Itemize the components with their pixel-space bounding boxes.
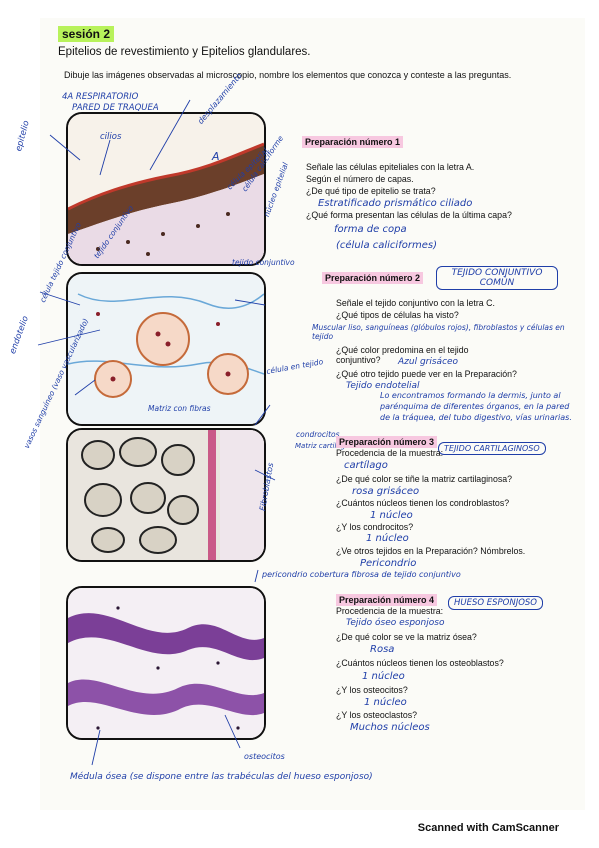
- prep3-a3: 1 núcleo: [370, 510, 413, 521]
- prep3-a4: 1 núcleo: [366, 533, 409, 544]
- session-label: sesión 2: [58, 26, 115, 42]
- drawing-box-2: [66, 272, 266, 426]
- prep4-q2: ¿De qué color se ve la matriz ósea?: [336, 632, 477, 642]
- prep1-q1: Señale las células epiteliales con la le…: [306, 162, 475, 172]
- prep3-q3: ¿Cuántos núcleos tienen los condroblasto…: [336, 498, 510, 508]
- label-endotelio: endotelio: [8, 314, 31, 356]
- prep1-a4a: forma de copa: [334, 224, 407, 235]
- prep4-a1: Tejido óseo esponjoso: [346, 618, 445, 628]
- prep3-boxed-label: TEJIDO CARTILAGINOSO: [438, 442, 546, 455]
- label-box1-caption-1: 4A RESPIRATORIO: [62, 92, 139, 102]
- prep2-q1: Señale el tejido conjuntivo con la letra…: [336, 298, 495, 308]
- prep3-a1: cartílago: [344, 460, 388, 471]
- prep4-a5: Muchos núcleos: [350, 722, 430, 733]
- prep3-q5: ¿Ve otros tejidos en la Preparación? Nóm…: [336, 546, 526, 556]
- label-tejido-conjuntivo-1: tejido conjuntivo: [232, 258, 295, 267]
- drawing-box-4: [66, 586, 266, 740]
- prep2-a3: Azul grisáceo: [398, 357, 459, 367]
- prep2-note: Lo encontramos formando la dermis, junto…: [380, 391, 572, 422]
- prep2-boxed-label: TEJIDO CONJUNTIVO COMÚN: [436, 266, 558, 290]
- prep4-a2: Rosa: [370, 644, 395, 655]
- instructions: Dibuje las imágenes observadas al micros…: [64, 70, 512, 80]
- prep2-q3: ¿Qué color predomina en el tejido conjun…: [336, 345, 469, 365]
- prep4-title: Preparación número 4: [336, 594, 438, 606]
- prep4-q3: ¿Cuántos núcleos tienen los osteoblastos…: [336, 658, 504, 668]
- prep3-q4: ¿Y los condrocitos?: [336, 522, 414, 532]
- prep4-a4: 1 núcleo: [364, 697, 407, 708]
- label-matriz: Matriz con fibras: [148, 404, 211, 413]
- prep2-a4: Tejido endotelial: [346, 381, 420, 391]
- prep3-q1: Procedencia de la muestra:: [336, 448, 444, 458]
- prep4-boxed-label: HUESO ESPONJOSO: [448, 596, 543, 610]
- label-pericondrio-note: pericondrio cobertura fibrosa de tejido …: [262, 570, 461, 579]
- prep3-q2: ¿De qué color se tiñe la matriz cartilag…: [336, 474, 513, 484]
- label-matriz-cart: Matriz cartilaginosa: [295, 442, 364, 450]
- label-cilios: cilios: [100, 132, 122, 142]
- prep3-a2: rosa grisáceo: [352, 486, 420, 497]
- drawing-box-1: [66, 112, 266, 266]
- prep4-q1: Procedencia de la muestra:: [336, 606, 444, 616]
- label-letter-a: A: [212, 150, 220, 163]
- prep2-q2: ¿Qué tipos de células ha visto?: [336, 310, 459, 320]
- prep2-a2: Muscular liso, sanguíneas (glóbulos rojo…: [312, 323, 565, 341]
- prep3-a5: Pericondrio: [360, 558, 417, 569]
- prep1-a4b: (célula caliciformes): [336, 240, 437, 251]
- prep2-title: Preparación número 2: [322, 272, 424, 284]
- label-medula: Médula ósea (se dispone entre las trabéc…: [70, 772, 373, 782]
- label-epitelio: epitelio: [14, 119, 32, 153]
- prep1-q4: ¿Qué forma presentan las células de la ú…: [306, 210, 512, 220]
- prep4-q4: ¿Y los osteocitos?: [336, 685, 408, 695]
- label-osteocitos: osteocitos: [244, 752, 285, 761]
- prep3-title: Preparación número 3: [336, 436, 438, 448]
- prep1-title: Preparación número 1: [302, 136, 404, 148]
- prep1-q2: Según el número de capas.: [306, 174, 414, 184]
- prep4-a3: 1 núcleo: [362, 671, 405, 682]
- page-title: Epitelios de revestimiento y Epitelios g…: [58, 46, 311, 58]
- prep1-a3: Estratificado prismático ciliado: [318, 198, 473, 209]
- scanner-watermark: Scanned with CamScanner: [417, 822, 559, 834]
- drawing-box-3: [66, 428, 266, 562]
- label-box1-caption-2: PARED DE TRAQUEA: [72, 103, 159, 113]
- prep2-q4: ¿Qué otro tejido puede ver en la Prepara…: [336, 369, 517, 379]
- prep4-q5: ¿Y los osteoclastos?: [336, 710, 418, 720]
- prep1-q3: ¿De qué tipo de epitelio se trata?: [306, 186, 436, 196]
- label-condrocitos: condrocitos: [296, 430, 340, 439]
